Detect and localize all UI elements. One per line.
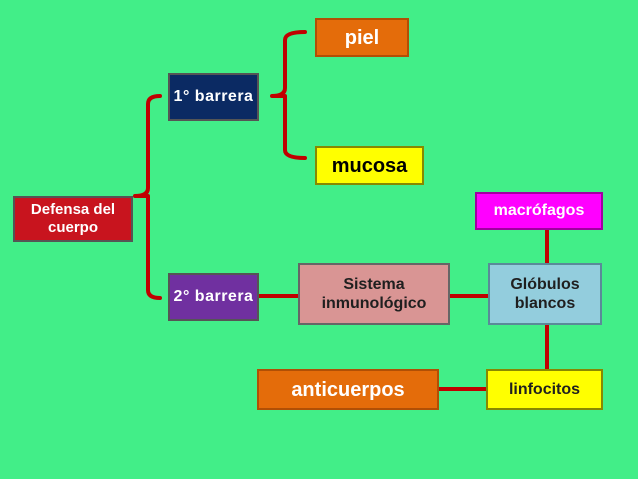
bracket-barrera1 bbox=[270, 30, 307, 160]
node-defensa-del-cuerpo: Defensa del cuerpo bbox=[13, 196, 133, 242]
node-macrofagos: macrófagos bbox=[475, 192, 603, 230]
node-primera-barrera: 1° barrera bbox=[168, 73, 259, 121]
node-linfocitos: linfocitos bbox=[486, 369, 603, 410]
node-segunda-barrera: 2° barrera bbox=[168, 273, 259, 321]
node-piel: piel bbox=[315, 18, 409, 57]
node-sistema-inmunologico: Sistema inmunológico bbox=[298, 263, 450, 325]
node-globulos-blancos: Glóbulos blancos bbox=[488, 263, 602, 325]
node-mucosa: mucosa bbox=[315, 146, 424, 185]
bracket-defensa bbox=[133, 94, 162, 300]
node-anticuerpos: anticuerpos bbox=[257, 369, 439, 410]
